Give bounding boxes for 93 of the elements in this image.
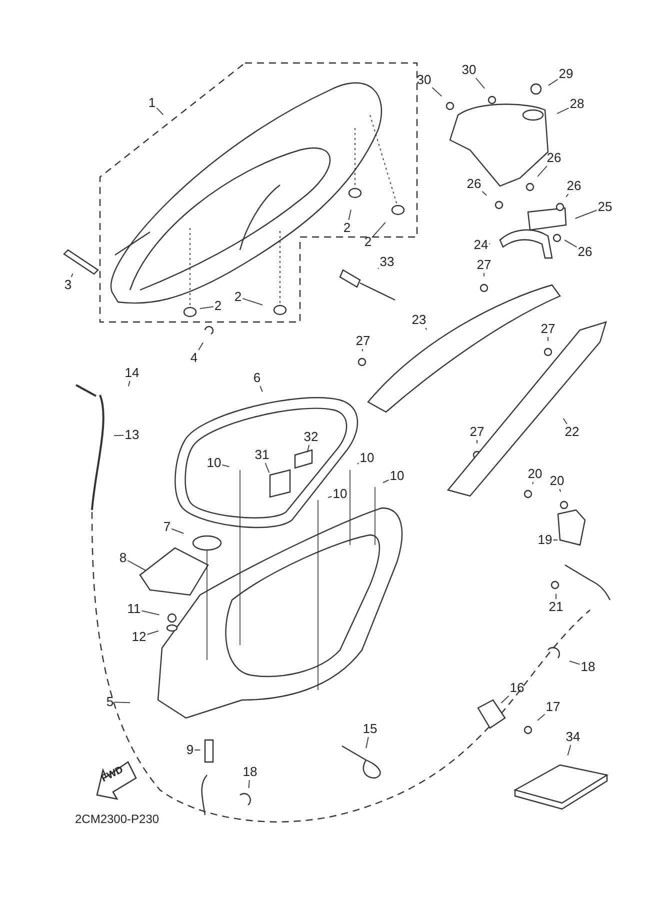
- callout-number: 27: [356, 334, 370, 348]
- callout-number: 1: [148, 96, 156, 110]
- callout-number: 10: [206, 456, 222, 470]
- callout-number: 6: [253, 371, 261, 385]
- leader-line: [382, 480, 390, 484]
- leader-line: [372, 222, 386, 238]
- leader-line: [156, 107, 164, 116]
- callout-number: 10: [360, 451, 374, 465]
- leader-line: [171, 528, 184, 534]
- callout-number: 18: [580, 660, 596, 674]
- callout-number: 11: [127, 602, 141, 616]
- callout-number: 2: [364, 235, 372, 249]
- callout-number: 25: [598, 200, 612, 214]
- callout-number: 16: [510, 681, 524, 695]
- callout-number: 8: [119, 551, 127, 565]
- leader-line: [475, 78, 485, 89]
- leader-line: [198, 342, 204, 351]
- callout-number: 27: [476, 258, 492, 272]
- callout-number: 14: [124, 366, 140, 380]
- leader-line: [564, 240, 578, 248]
- leader-line: [248, 780, 250, 788]
- leader-line: [548, 78, 558, 86]
- callout-number: 20: [550, 474, 564, 488]
- callout-number: 29: [558, 67, 574, 81]
- callout-number: 31: [254, 448, 270, 462]
- callout-number: 32: [304, 430, 318, 444]
- callout-number: 20: [528, 467, 542, 481]
- callout-number: 12: [132, 630, 146, 644]
- callout-number: 2: [214, 299, 222, 313]
- leader-line: [556, 108, 570, 114]
- leader-line: [574, 210, 598, 219]
- callout-number: 17: [546, 700, 560, 714]
- callout-number: 5: [106, 695, 114, 709]
- leader-line: [569, 660, 580, 665]
- leader-line: [500, 695, 510, 704]
- diagram-code: 2CM2300-P230: [75, 812, 160, 826]
- leader-line: [146, 630, 159, 635]
- callout-number: 26: [546, 151, 562, 165]
- leader-line: [537, 714, 546, 721]
- direction-label: FWD: [100, 764, 126, 785]
- callout-number: 3: [64, 278, 72, 292]
- leader-line: [222, 464, 230, 468]
- leader-line: [362, 348, 363, 352]
- callout-number: 13: [124, 428, 140, 442]
- callout-number: 26: [466, 177, 482, 191]
- callout-number: 22: [564, 425, 580, 439]
- leader-line: [141, 610, 160, 616]
- callout-number: 30: [416, 73, 432, 87]
- callout-number: 9: [186, 743, 194, 757]
- leader-line: [559, 488, 562, 492]
- callout-number: 19: [538, 533, 552, 547]
- callout-number: 23: [412, 313, 426, 327]
- leader-line: [114, 434, 124, 436]
- leader-line: [127, 560, 146, 571]
- callout-number: 24: [474, 238, 488, 252]
- callout-number: 26: [566, 179, 582, 193]
- leader-line: [264, 462, 270, 474]
- leader-line: [356, 462, 360, 464]
- callout-number: 15: [362, 722, 378, 736]
- callout-number: 34: [566, 730, 580, 744]
- leader-line: [566, 194, 569, 198]
- leader-line: [567, 744, 572, 756]
- leader-line: [199, 306, 214, 310]
- leader-line: [562, 418, 568, 424]
- leader-line: [482, 190, 488, 196]
- leader-line: [70, 273, 74, 278]
- leader-line: [366, 736, 369, 749]
- callout-number: 7: [163, 520, 171, 534]
- leader-line: [242, 298, 263, 306]
- callout-number: 21: [548, 600, 564, 614]
- callout-number: 10: [332, 487, 348, 501]
- callout-number: 30: [462, 63, 476, 77]
- leader-line: [260, 386, 263, 392]
- callout-number: 4: [190, 351, 198, 365]
- callout-number: 18: [242, 765, 258, 779]
- callout-number: 2: [234, 290, 242, 304]
- callout-number: 27: [540, 322, 556, 336]
- leader-line: [476, 440, 478, 444]
- leader-line: [128, 380, 130, 387]
- callout-number: 26: [578, 245, 592, 259]
- callout-number: 10: [390, 469, 404, 483]
- callout-number: 33: [380, 255, 394, 269]
- leader-line: [348, 209, 352, 220]
- callout-number: 28: [570, 97, 584, 111]
- leader-line: [114, 702, 130, 704]
- leader-line: [328, 496, 332, 498]
- callout-number: 27: [470, 425, 484, 439]
- leader-line: [425, 328, 428, 330]
- leader-line: [306, 444, 310, 453]
- leader-line: [537, 166, 548, 177]
- callout-number: 2: [343, 221, 351, 235]
- leader-line: [432, 87, 442, 97]
- leader-line: [532, 482, 534, 485]
